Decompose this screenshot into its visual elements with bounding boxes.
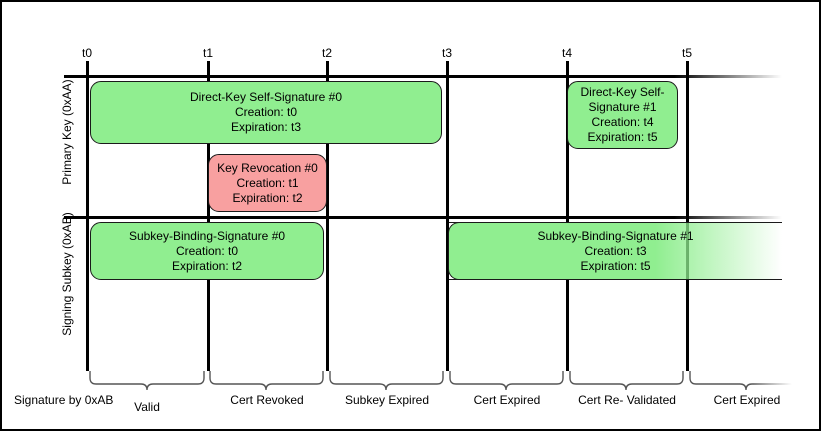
sig-title-line2: Signature #1 [588, 100, 657, 114]
legend-label-line1: Cert [713, 393, 737, 407]
tick-label-t0: t0 [81, 46, 92, 60]
row-label-signing-subkey-line1: Signing Subkey [60, 252, 74, 336]
axis-line-signing-subkey [64, 216, 782, 219]
sig-title: Subkey-Binding-Signature #0 [128, 228, 286, 243]
row-label-signing-subkey-line2: (0xAB) [60, 212, 74, 249]
row-label-primary-key: Primary Key (0xAA) [60, 77, 74, 187]
tick-label-t1: t1 [202, 46, 213, 60]
brace-interval-t1-t2 [209, 371, 324, 391]
legend-label-line2: Expired [388, 393, 430, 407]
sig-creation: Creation: t1 [236, 175, 299, 190]
legend-label-line1: Subkey [344, 393, 385, 407]
legend-label-line2: Validated [626, 393, 676, 407]
sig-expiration: Expiration: t2 [232, 190, 303, 205]
sig-creation: Creation: t0 [234, 105, 298, 119]
legend-label-interval-t0-t1: Valid [97, 400, 197, 414]
sig-creation: Creation: t4 [591, 115, 654, 129]
sig-expiration: Expiration: t5 [587, 130, 658, 144]
tick-label-t5: t5 [681, 46, 692, 60]
tick-label-t4: t4 [561, 46, 572, 60]
legend-label-interval-t2-t3: Subkey Expired [337, 393, 437, 407]
sig-expiration: Expiration: t2 [171, 258, 243, 273]
legend-label-line1: Cert [230, 393, 253, 407]
row-label-primary-key-line1: Primary Key [60, 119, 74, 185]
signature-box-direct-key-self-signature-1[interactable]: Direct-Key Self- Signature #1 Creation: … [567, 81, 678, 149]
legend-label-line1: Cert Re- [578, 393, 624, 407]
sig-title: Direct-Key Self-Signature #0 [189, 90, 343, 104]
brace-interval-t3-t4 [449, 371, 564, 391]
sig-title: Key Revocation #0 [217, 160, 318, 175]
legend-title-line2: by 0xAB [68, 393, 114, 407]
tick-label-t2: t2 [321, 46, 332, 60]
axis-line-primary-key [64, 75, 782, 78]
signature-box-direct-key-self-signature-0[interactable]: Direct-Key Self-Signature #0 Creation: t… [90, 81, 442, 144]
signature-box-key-revocation-0[interactable]: Key Revocation #0 Creation: t1 Expiratio… [208, 154, 327, 212]
brace-interval-t0-t1 [89, 371, 205, 391]
sig-creation: Creation: t0 [175, 243, 239, 258]
sig-expiration: Expiration: t3 [230, 120, 302, 134]
legend-label-line1: Valid [134, 400, 160, 414]
brace-interval-t2-t3 [329, 371, 444, 391]
legend-label-line2: Revoked [256, 393, 304, 407]
legend-label-line2: Expired [739, 393, 781, 407]
row-label-primary-key-line2: (0xAA) [60, 79, 74, 116]
legend-label-line2: Expired [499, 393, 541, 407]
row-label-signing-subkey: Signing Subkey (0xAB) [60, 209, 74, 339]
legend-title-line1: Signature [14, 393, 66, 407]
brace-interval-t5-end [689, 371, 792, 391]
legend-label-line1: Cert [473, 393, 497, 407]
legend-label-interval-t5-end: Cert Expired [697, 393, 797, 407]
tick-label-t3: t3 [441, 46, 452, 60]
sig-expiration: Expiration: t5 [580, 258, 651, 273]
signature-box-subkey-binding-signature-0[interactable]: Subkey-Binding-Signature #0 Creation: t0… [90, 222, 324, 280]
sig-creation: Creation: t3 [584, 243, 647, 258]
legend-label-interval-t3-t4: Cert Expired [457, 393, 557, 407]
legend-label-interval-t1-t2: Cert Revoked [217, 393, 317, 407]
signature-box-subkey-binding-signature-1[interactable]: Subkey-Binding-Signature #1 Creation: t3… [448, 221, 782, 281]
legend-title: Signature by 0xAB [14, 393, 113, 407]
sig-title: Subkey-Binding-Signature #1 [537, 228, 694, 243]
legend-label-interval-t4-t5: Cert Re- Validated [577, 393, 677, 407]
sig-title-line1: Direct-Key Self- [580, 85, 665, 99]
brace-interval-t4-t5 [569, 371, 684, 391]
